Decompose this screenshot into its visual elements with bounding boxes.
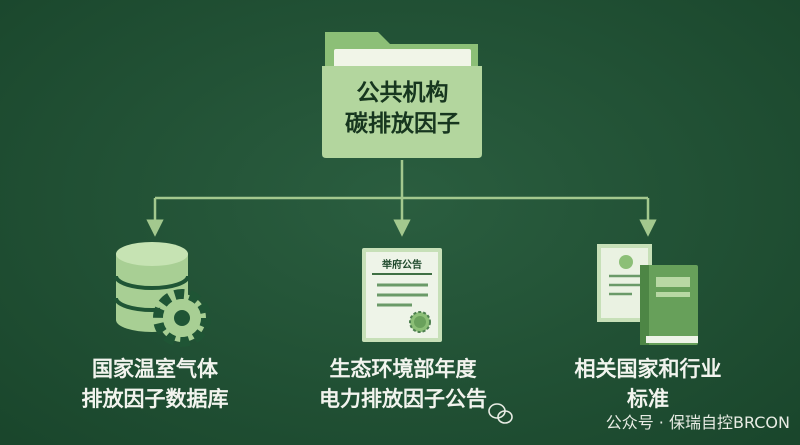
root-line-1: 公共机构 xyxy=(356,80,449,106)
child-label-standards: 相关国家和行业 标准 xyxy=(553,354,743,414)
child-1-line-1: 国家温室气体 xyxy=(92,357,218,381)
watermark: 公众号 · 保瑞自控BRCON xyxy=(606,409,790,433)
root-node-label: 公共机构 碳排放因子 xyxy=(325,78,480,140)
child-label-announcement: 生态环境部年度 电力排放因子公告 xyxy=(303,354,503,414)
watermark-text: 公众号 · 保瑞自控BRCON xyxy=(605,413,790,432)
child-3-line-2: 标准 xyxy=(627,387,669,411)
root-line-2: 碳排放因子 xyxy=(345,111,460,137)
standards-book-icon xyxy=(597,244,698,345)
child-3-line-1: 相关国家和行业 xyxy=(574,357,722,381)
document-title: 举府公告 xyxy=(381,258,422,271)
announcement-document-icon: 举府公告 xyxy=(362,248,442,342)
folder-icon xyxy=(322,32,482,158)
wechat-icon xyxy=(488,403,513,424)
child-2-line-2: 电力排放因子公告 xyxy=(319,387,487,411)
connector-lines xyxy=(146,160,657,237)
child-1-line-2: 排放因子数据库 xyxy=(81,387,229,411)
child-2-line-1: 生态环境部年度 xyxy=(329,357,477,381)
child-label-database: 国家温室气体 排放因子数据库 xyxy=(65,354,245,414)
database-gear-icon xyxy=(114,242,211,347)
